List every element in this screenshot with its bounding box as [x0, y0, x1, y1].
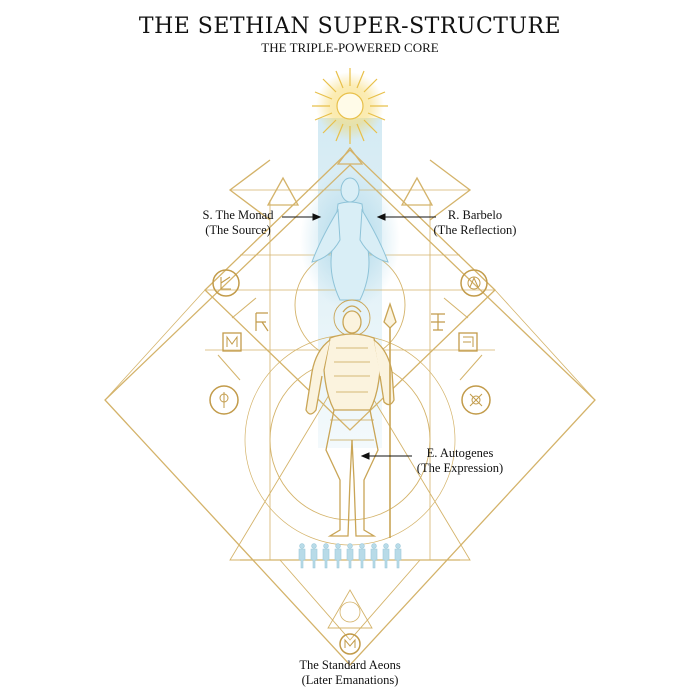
page-title: THE SETHIAN SUPER-STRUCTURE	[138, 14, 562, 39]
page-subtitle: THE TRIPLE-POWERED CORE	[261, 40, 439, 55]
label-autogenes: E. Autogenes (The Expression)	[404, 446, 516, 476]
label-monad-line2: (The Source)	[205, 223, 271, 237]
square-sigil-icon	[222, 332, 242, 352]
label-barbelo-line1: R. Barbelo	[447, 208, 503, 222]
sun-icon	[312, 68, 388, 144]
circle-sigil-icon	[209, 385, 239, 415]
label-monad-line1: S. The Monad	[202, 208, 274, 222]
square-sigil-icon	[458, 332, 478, 352]
upper-diamond	[204, 149, 496, 431]
label-autogenes-line2: (The Expression)	[416, 461, 504, 475]
circle-sigil-icon	[461, 385, 491, 415]
right-triangle-icon	[400, 176, 434, 206]
autogenes-figure-icon	[305, 299, 397, 538]
crowd-icon	[298, 543, 402, 569]
left-triangle-icon	[266, 176, 300, 206]
label-monad: S. The Monad (The Source)	[188, 208, 288, 238]
label-aeons-line2: (Later Emanations)	[301, 673, 399, 687]
top-triangle-icon	[336, 146, 364, 165]
label-aeons: The Standard Aeons (Later Emanations)	[280, 658, 420, 688]
circle-sigil-icon	[212, 269, 240, 297]
label-barbelo: R. Barbelo (The Reflection)	[420, 208, 530, 238]
circle-sigil-icon	[339, 633, 361, 655]
circle-sigil-icon	[460, 269, 488, 297]
label-barbelo-line2: (The Reflection)	[433, 223, 517, 237]
label-autogenes-line1: E. Autogenes	[426, 446, 494, 460]
glyph-icon	[255, 312, 269, 332]
label-aeons-line1: The Standard Aeons	[299, 658, 401, 672]
annotation-arrows	[282, 213, 436, 460]
barbelo-figure-icon	[300, 170, 400, 310]
outer-diamond	[104, 164, 596, 666]
glyph-icon	[431, 313, 445, 331]
